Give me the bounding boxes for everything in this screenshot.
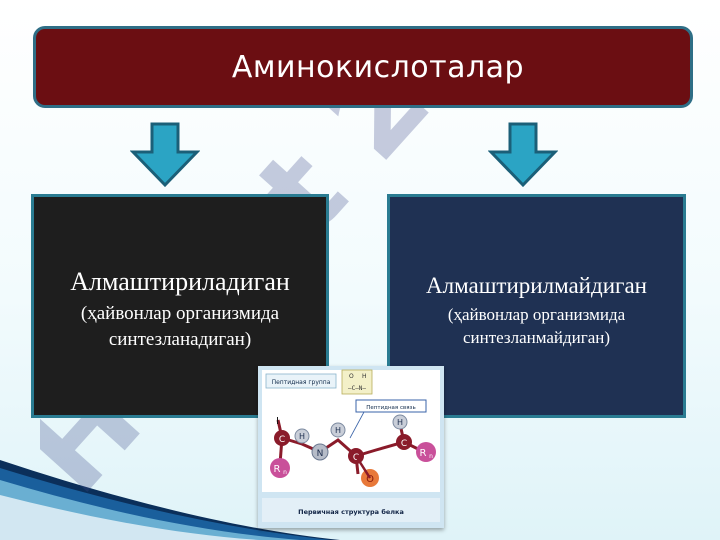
replaceable-title: Алмаштириладиган	[70, 267, 290, 296]
title-banner: Аминокислоталар	[33, 26, 693, 108]
peptide-group-label: Пептидная группа	[272, 379, 331, 386]
radical-right-subscript: n	[429, 453, 433, 460]
essential-title: Алмаштирилмайдиган	[426, 273, 647, 298]
peptide-bond-label: Пептидная связь	[366, 405, 415, 411]
atom-carbon-3: C	[401, 439, 407, 449]
page-title: Аминокислоталар	[231, 49, 525, 85]
protein-structure-figure: Пептидная группа O H —C—N— Пептидная свя…	[258, 366, 444, 528]
atom-hydrogen-3: H	[397, 418, 403, 427]
atom-oxygen: O	[366, 474, 374, 485]
arrow-down-right-icon	[488, 122, 558, 188]
arrow-down-left-icon	[130, 122, 200, 188]
radical-right: R	[420, 448, 427, 459]
formula-bond: —C—N—	[348, 385, 366, 392]
essential-note: (ҳайвонлар организмида синтезланмайдиган…	[447, 305, 626, 347]
atom-hydrogen-2: H	[335, 426, 341, 435]
formula-hydrogen: H	[362, 373, 367, 380]
figure-caption: Первичная структура белка	[298, 508, 404, 516]
atom-hydrogen-1: H	[299, 432, 305, 441]
corner-decoration	[0, 460, 340, 540]
radical-left: R	[274, 464, 281, 475]
formula-oxygen: O	[349, 373, 354, 380]
atom-nitrogen: N	[317, 449, 324, 459]
radical-left-subscript: n	[283, 469, 287, 476]
atom-carbon-1: C	[279, 435, 285, 445]
top-mark: I	[276, 416, 279, 427]
replaceable-note: (ҳайвонлар организмида синтезланадиган)	[80, 303, 280, 350]
